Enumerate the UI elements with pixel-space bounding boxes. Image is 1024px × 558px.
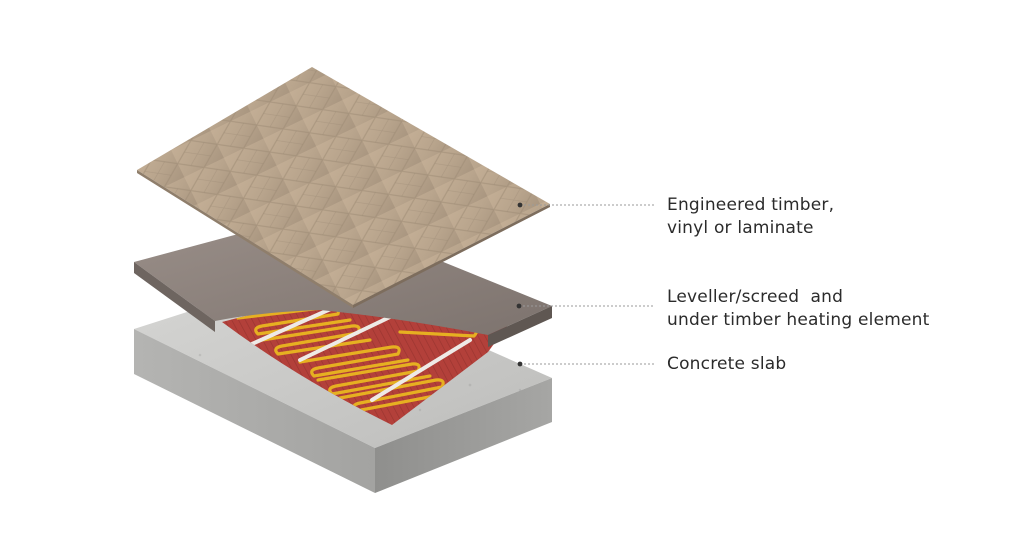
screed-left-face [134, 262, 215, 332]
timber-top [137, 67, 550, 305]
leader-concrete-dot [517, 361, 523, 367]
timber-edge [137, 170, 353, 308]
concrete-slab-right-face [375, 378, 552, 493]
concrete-slab-left-face [134, 329, 375, 493]
label-screed: Leveller/screed and under timber heating… [667, 286, 930, 332]
timber-edge-right [353, 204, 550, 308]
label-timber-line-1: Engineered timber, [667, 195, 835, 215]
screed-right-face [488, 306, 552, 347]
label-timber: Engineered timber, vinyl or laminate [667, 194, 834, 240]
label-timber-line-2: vinyl or laminate [667, 218, 814, 238]
heating-mat-strips [250, 305, 472, 402]
leader-lines [516, 202, 655, 367]
leader-screed-dot [516, 303, 522, 309]
label-concrete: Concrete slab [667, 353, 786, 376]
timber-layer [137, 67, 550, 308]
label-concrete-line-1: Concrete slab [667, 354, 787, 374]
label-screed-line-2: under timber heating element [667, 310, 930, 330]
leader-timber-dot [517, 202, 523, 208]
label-screed-line-1: Leveller/screed and [667, 287, 844, 307]
